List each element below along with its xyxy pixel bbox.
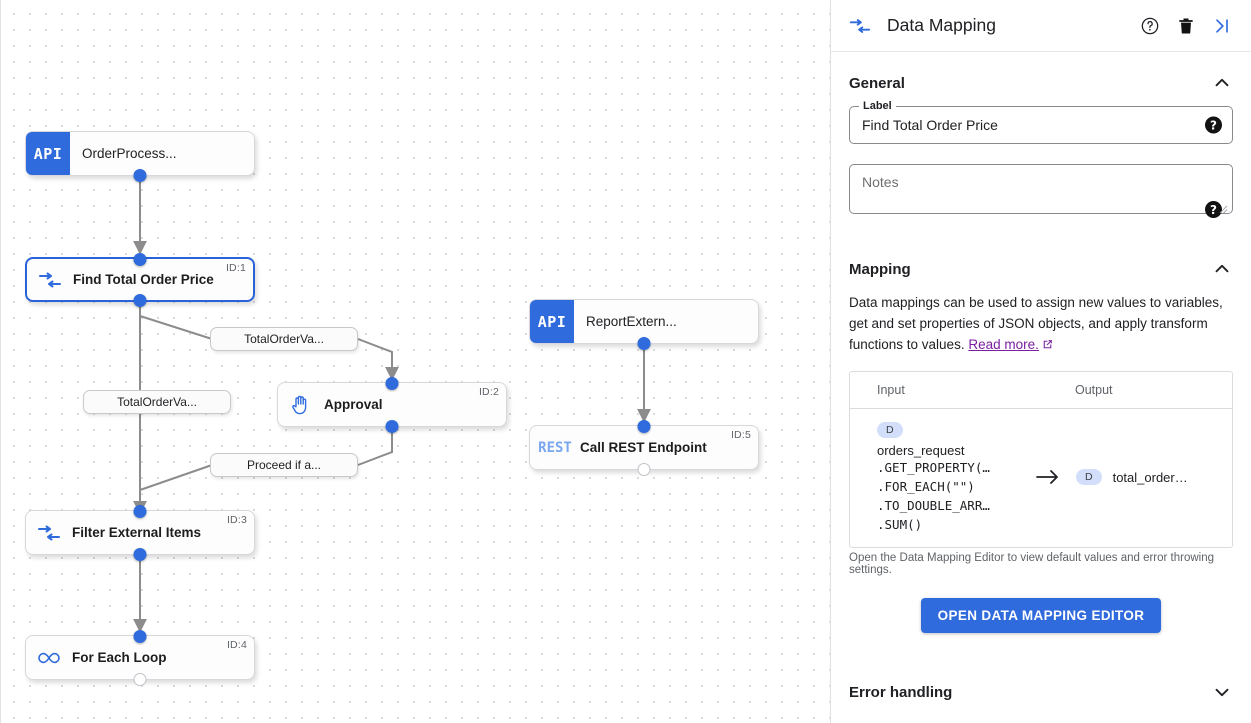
node-output-port[interactable] — [133, 547, 147, 561]
panel-header: Data Mapping — [831, 0, 1251, 52]
node-input-port[interactable] — [385, 376, 399, 390]
node-label: Find Total Order Price — [73, 272, 214, 287]
node-approval[interactable]: Approval ID:2 — [277, 376, 507, 433]
canvas-left-border — [0, 0, 1, 723]
hand-approval-icon — [278, 383, 324, 426]
general-section: General Label Find Total Order Price ? N… — [831, 52, 1251, 232]
edge-label[interactable]: TotalOrderVa... — [83, 390, 231, 414]
node-output-port[interactable] — [385, 419, 399, 433]
node-for-each-loop[interactable]: For Each Loop ID:4 — [25, 629, 255, 686]
node-label: ReportExtern... — [586, 314, 677, 329]
help-icon[interactable]: ? — [1205, 116, 1222, 134]
node-call-rest-endpoint[interactable]: REST Call REST Endpoint ID:5 — [529, 419, 759, 476]
properties-panel: Data Mapping — [830, 0, 1251, 723]
edge-label[interactable]: TotalOrderVa... — [210, 327, 358, 351]
notes-field[interactable]: Notes ? — [849, 164, 1233, 218]
mapping-table: Input Output D orders_request .GET_PROPE… — [849, 371, 1233, 548]
node-label: Filter External Items — [72, 525, 202, 540]
node-id-label: ID:5 — [730, 429, 751, 441]
open-data-mapping-editor-button[interactable]: OPEN DATA MAPPING EDITOR — [920, 598, 1162, 633]
node-output-port[interactable] — [133, 672, 147, 686]
chevron-up-icon[interactable] — [1211, 258, 1233, 280]
section-title: Error handling — [849, 683, 953, 701]
edge-label-text: TotalOrderVa... — [244, 332, 324, 346]
data-mapping-icon — [27, 259, 73, 300]
notes-placeholder: Notes — [862, 174, 899, 190]
node-output-port[interactable] — [637, 336, 651, 350]
node-output-port[interactable] — [637, 462, 651, 476]
node-label: OrderProcess... — [82, 146, 177, 161]
edge-label-text: Proceed if a... — [246, 458, 322, 472]
node-input-port[interactable] — [133, 629, 147, 643]
data-mapping-icon — [26, 511, 72, 554]
node-output-port[interactable] — [133, 168, 147, 182]
node-input-port[interactable] — [133, 504, 147, 518]
trash-icon[interactable] — [1171, 11, 1201, 41]
input-type-badge: D — [877, 422, 903, 438]
node-label: Call REST Endpoint — [580, 440, 707, 455]
input-transform-line: .TO_DOUBLE_ARR… — [877, 498, 990, 513]
data-mapping-icon — [849, 18, 871, 34]
column-header-input: Input — [877, 383, 905, 397]
section-title: Mapping — [849, 260, 911, 278]
edge-label[interactable]: Proceed if a... — [210, 453, 358, 477]
input-transform-line: .SUM() — [877, 517, 923, 532]
mapping-description-text: Data mappings can be used to assign new … — [849, 295, 1223, 352]
mapping-input-cell: D orders_request .GET_PROPERTY(… .FOR_EA… — [850, 420, 1020, 534]
help-circle-icon[interactable] — [1135, 11, 1165, 41]
input-transform-line: .FOR_EACH("") — [877, 479, 975, 494]
mapping-section-header[interactable]: Mapping — [849, 238, 1233, 292]
section-title: General — [849, 74, 905, 92]
node-id-label: ID:4 — [226, 639, 247, 651]
node-label: Approval — [324, 397, 383, 412]
table-row[interactable]: D orders_request .GET_PROPERTY(… .FOR_EA… — [850, 409, 1232, 547]
node-id-label: ID:3 — [226, 514, 247, 526]
edge-connectors — [133, 176, 651, 633]
infinity-loop-icon — [26, 636, 72, 679]
error-handling-section-header[interactable]: Error handling — [849, 659, 1233, 723]
chevron-down-icon[interactable] — [1211, 681, 1233, 703]
mapping-arrow-icon — [1020, 467, 1076, 487]
external-link-icon[interactable] — [1041, 336, 1054, 357]
help-icon[interactable]: ? — [1205, 201, 1222, 218]
label-field-legend: Label — [859, 100, 896, 112]
chevron-up-icon[interactable] — [1211, 72, 1233, 94]
node-filter-external-items[interactable]: Filter External Items ID:3 — [25, 504, 255, 561]
mapping-description: Data mappings can be used to assign new … — [849, 292, 1233, 357]
mapping-section: Mapping Data mappings can be used to ass… — [831, 238, 1251, 653]
mapping-output-cell: D total_order… — [1076, 469, 1188, 485]
api-badge-icon: API — [26, 132, 70, 175]
node-order-process[interactable]: API OrderProcess... — [25, 131, 255, 182]
collapse-panel-icon[interactable] — [1207, 11, 1237, 41]
node-id-label: ID:1 — [225, 262, 246, 274]
output-variable-name: total_order… — [1112, 469, 1188, 485]
column-header-output: Output — [1075, 383, 1113, 397]
node-input-port[interactable] — [133, 252, 147, 266]
mapping-button-row: OPEN DATA MAPPING EDITOR — [849, 598, 1233, 633]
label-field[interactable]: Label Find Total Order Price ? — [849, 100, 1233, 144]
rest-badge-icon: REST — [538, 439, 572, 456]
input-variable-name: orders_request — [877, 443, 965, 458]
read-more-link[interactable]: Read more. — [968, 337, 1039, 352]
node-output-port[interactable] — [133, 293, 147, 307]
resize-handle[interactable] — [1219, 201, 1228, 214]
node-input-port[interactable] — [637, 419, 651, 433]
mapping-table-header: Input Output — [850, 372, 1232, 409]
api-badge-icon: API — [530, 300, 574, 343]
output-type-badge: D — [1076, 469, 1102, 485]
workflow-canvas[interactable]: API OrderProcess... Find Total Order Pri… — [0, 0, 830, 723]
node-find-total-order-price[interactable]: Find Total Order Price ID:1 — [25, 252, 255, 307]
error-handling-section: Error handling — [831, 659, 1251, 723]
node-id-label: ID:2 — [478, 386, 499, 398]
mapping-note: Open the Data Mapping Editor to view def… — [849, 552, 1215, 576]
page-title: Data Mapping — [887, 15, 996, 35]
edge-label-text: TotalOrderVa... — [117, 395, 197, 409]
node-label: For Each Loop — [72, 650, 167, 665]
input-transform-line: .GET_PROPERTY(… — [877, 460, 990, 475]
node-report-extern[interactable]: API ReportExtern... — [529, 299, 759, 350]
label-field-value: Find Total Order Price — [862, 117, 998, 133]
general-section-header[interactable]: General — [849, 52, 1233, 106]
